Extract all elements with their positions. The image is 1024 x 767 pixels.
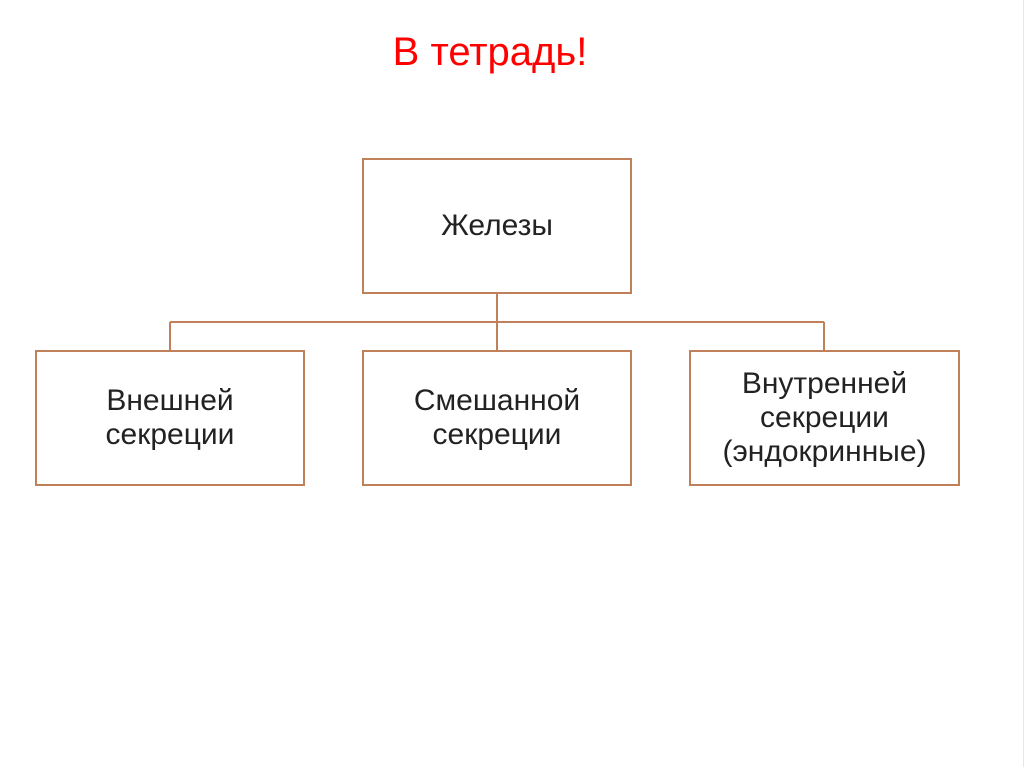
node-line: Смешанной <box>413 384 581 417</box>
node-line: (эндокринные) <box>722 435 927 468</box>
node-line: секреции <box>760 401 889 434</box>
node-line: Внешней <box>106 384 234 417</box>
node-glands-label: Железы <box>441 209 553 242</box>
slide-title: В тетрадь! <box>392 30 588 74</box>
node-line: секреции <box>105 418 235 451</box>
node-line: секреции <box>432 418 562 451</box>
node-internal-secretion-text: Внутренней секреции (эндокринные) <box>723 367 927 469</box>
node-external-secretion-text: Внешней секреции <box>106 384 235 452</box>
node-line: Внутренней <box>741 367 908 400</box>
node-external-secretion: Внешней секреции <box>35 350 305 486</box>
node-mixed-secretion: Смешанной секреции <box>362 350 632 486</box>
node-internal-secretion: Внутренней секреции (эндокринные) <box>689 350 960 486</box>
node-mixed-secretion-text: Смешанной секреции <box>414 384 580 452</box>
node-glands: Железы <box>362 158 632 294</box>
